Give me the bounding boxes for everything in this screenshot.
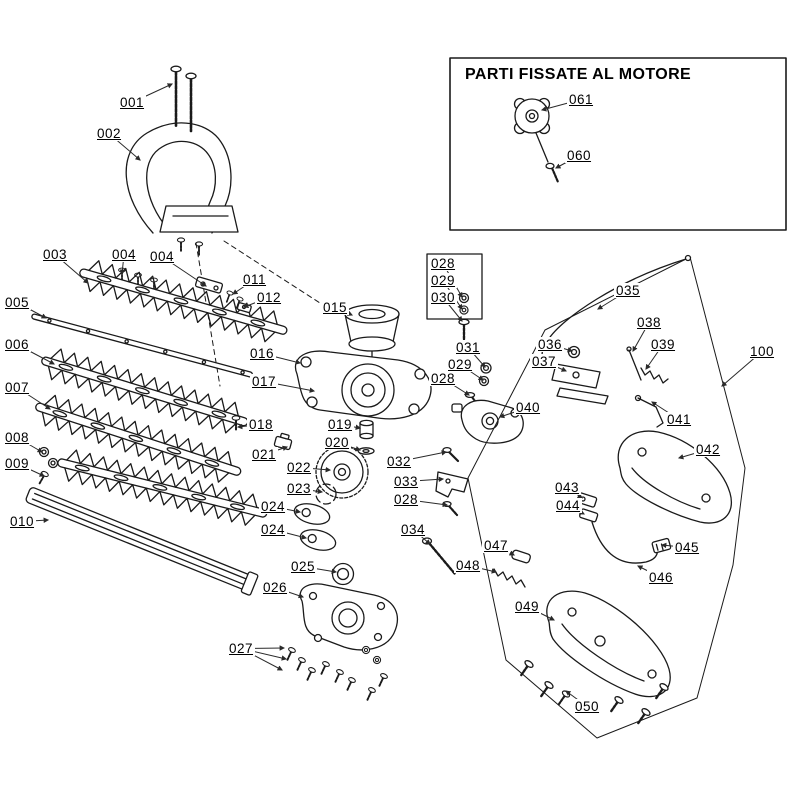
part-label-032[interactable]: 032	[385, 454, 414, 469]
part-label-008[interactable]: 008	[3, 430, 32, 445]
part-label-024[interactable]: 024	[259, 499, 288, 514]
part-label-045[interactable]: 045	[673, 540, 702, 555]
housing-042-art	[617, 430, 732, 524]
part-label-010[interactable]: 010	[8, 514, 37, 529]
part-label-029[interactable]: 029	[429, 273, 458, 288]
part-label-046[interactable]: 046	[647, 570, 676, 585]
part-label-027[interactable]: 027	[227, 641, 256, 656]
part-label-040[interactable]: 040	[514, 400, 543, 415]
cam-024b-art	[299, 529, 337, 551]
throttle-040-art	[451, 399, 524, 444]
part-label-025[interactable]: 025	[289, 559, 318, 574]
part-label-038[interactable]: 038	[635, 315, 664, 330]
part-label-026[interactable]: 026	[261, 580, 290, 595]
screws-001-art	[170, 65, 197, 133]
motor-box-art	[449, 57, 787, 231]
part-label-001[interactable]: 001	[118, 95, 147, 110]
part-label-030[interactable]: 030	[429, 290, 458, 305]
part-label-022[interactable]: 022	[285, 460, 314, 475]
part-label-011[interactable]: 011	[241, 272, 269, 287]
part-label-035[interactable]: 035	[614, 283, 643, 298]
part-label-042[interactable]: 042	[694, 442, 723, 457]
part-label-017[interactable]: 017	[250, 374, 279, 389]
rod-038-039-041-art	[626, 346, 669, 428]
part-label-029[interactable]: 029	[446, 357, 475, 372]
part-label-016[interactable]: 016	[248, 346, 277, 361]
part-label-002[interactable]: 002	[95, 126, 124, 141]
part-label-012[interactable]: 012	[255, 290, 284, 305]
part-label-028[interactable]: 028	[429, 371, 458, 386]
part-label-004[interactable]: 004	[148, 249, 177, 264]
part-label-100[interactable]: 100	[748, 344, 777, 359]
part-label-061[interactable]: 061	[567, 92, 596, 107]
part-label-031[interactable]: 031	[454, 340, 483, 355]
part-label-047[interactable]: 047	[482, 538, 511, 553]
part-label-028[interactable]: 028	[429, 256, 458, 271]
part-label-036[interactable]: 036	[536, 337, 565, 352]
cam-024a-art	[293, 503, 331, 525]
pinion-019-020-art	[357, 419, 375, 455]
part-label-003[interactable]: 003	[41, 247, 70, 262]
part-label-044[interactable]: 044	[554, 498, 583, 513]
part-label-009[interactable]: 009	[3, 456, 32, 471]
part-label-028[interactable]: 028	[392, 492, 421, 507]
part-label-005[interactable]: 005	[3, 295, 32, 310]
part-label-037[interactable]: 037	[530, 354, 559, 369]
part-label-004[interactable]: 004	[110, 247, 139, 262]
part-label-006[interactable]: 006	[3, 337, 32, 352]
part-label-023[interactable]: 023	[285, 481, 314, 496]
hardware-callout-box	[426, 253, 483, 320]
part-label-060[interactable]: 060	[565, 148, 594, 163]
bell-015-art	[344, 304, 400, 363]
part-label-018[interactable]: 018	[247, 417, 276, 432]
part-label-007[interactable]: 007	[3, 380, 32, 395]
part-label-019[interactable]: 019	[326, 417, 355, 432]
assembly-outline-100	[467, 256, 746, 739]
part-label-048[interactable]: 048	[454, 558, 483, 573]
motor-box-title: PARTI FISSATE AL MOTORE	[463, 66, 694, 84]
part-label-021[interactable]: 021	[250, 447, 279, 462]
housing-049-art	[546, 590, 671, 698]
part-label-049[interactable]: 049	[513, 599, 542, 614]
part-label-033[interactable]: 033	[392, 474, 421, 489]
cover-026-art	[299, 583, 398, 651]
part-label-050[interactable]: 050	[573, 699, 602, 714]
part-label-015[interactable]: 015	[321, 300, 350, 315]
bearing-025-art	[331, 562, 355, 586]
part-label-020[interactable]: 020	[323, 435, 352, 450]
part-label-041[interactable]: 041	[665, 412, 694, 427]
gearcase-016-017-art	[294, 350, 432, 420]
guard-010-art	[25, 487, 259, 596]
part-label-024[interactable]: 024	[259, 522, 288, 537]
part-label-039[interactable]: 039	[649, 337, 678, 352]
part-label-034[interactable]: 034	[399, 522, 428, 537]
ring-023-art	[315, 483, 337, 505]
part-label-043[interactable]: 043	[553, 480, 582, 495]
handle-002-art	[125, 122, 239, 257]
